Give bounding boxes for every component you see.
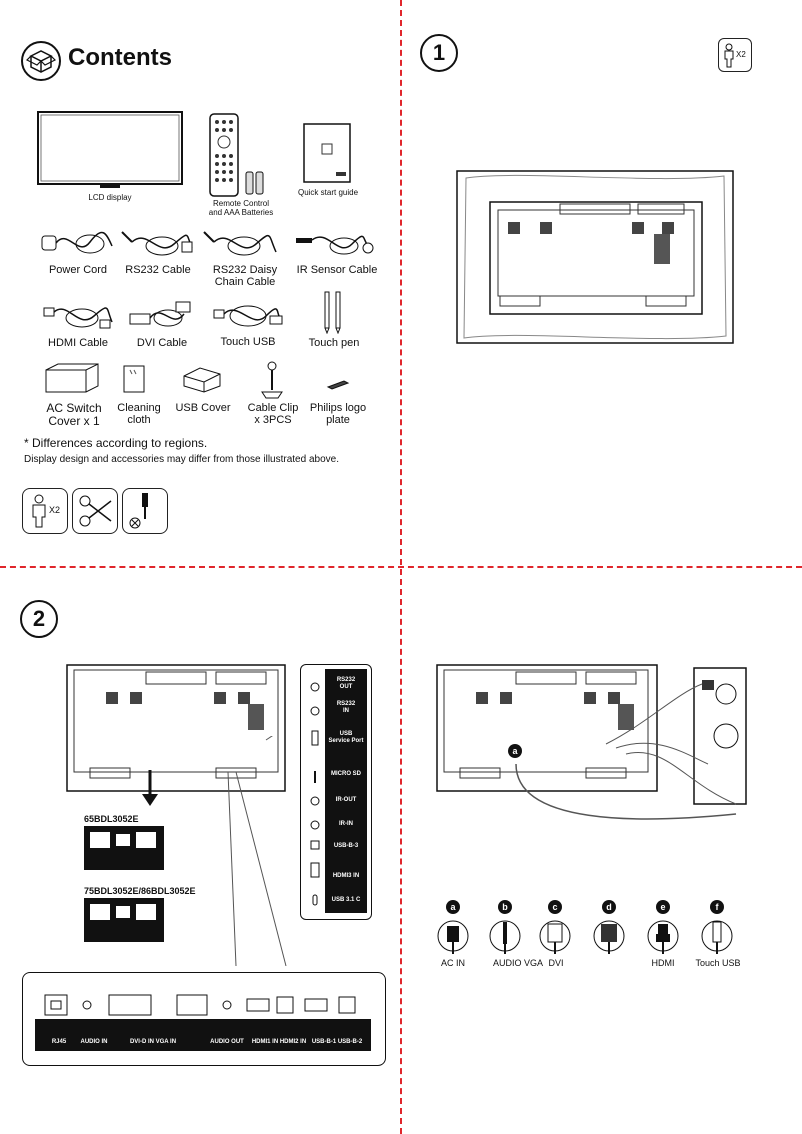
cleaning-cloth-illustration (122, 364, 148, 396)
philips-logo-plate-illustration (326, 376, 350, 390)
item-label-philips-plate: Philips logo plate (309, 402, 367, 426)
item-label-usb-cover: USB Cover (175, 402, 231, 414)
touch-usb-cable-illustration (208, 298, 288, 334)
connector-badge-d: d (602, 900, 616, 914)
ac-inlet-panel-a (84, 826, 164, 870)
port-ir-out: IR-OUT (335, 797, 357, 803)
connector-label-audio-vga: AUDIO VGA (492, 958, 543, 968)
port-hdmi3-in: HDMI3 IN (332, 873, 360, 879)
cable-clip-illustration (258, 360, 288, 400)
port-rj45: RJ45 (51, 1039, 67, 1045)
regions-note: * Differences according to regions. (24, 436, 208, 450)
person-icon (32, 494, 46, 528)
display-rear-illustration (66, 664, 286, 794)
item-label-ir-sensor: IR Sensor Cable (296, 264, 378, 276)
item-label-guide: Quick start guide (297, 188, 359, 197)
rs232-cable-illustration (118, 226, 198, 262)
dvi-cable-illustration (122, 298, 202, 334)
port-rs232-in: RS232 IN (336, 701, 356, 714)
bottom-port-panel: RJ45 AUDIO IN DVI-D IN VGA IN AUDIO OUT … (22, 972, 386, 1066)
lcd-display-illustration (36, 110, 184, 190)
item-label-cable-clip: Cable Clip x 3PCS (247, 402, 299, 426)
item-label-rs232: RS232 Cable (125, 264, 191, 276)
step-1-number: 1 (420, 34, 458, 72)
callout-lines (226, 715, 306, 967)
port-usb-b-1-2: USB-B-1 USB-B-2 (311, 1039, 363, 1045)
down-arrow-icon (140, 770, 160, 810)
item-label-hdmi: HDMI Cable (48, 337, 108, 349)
port-usb-3-1-c: USB 3.1 C (331, 897, 361, 903)
item-label-ac-switch: AC Switch Cover x 1 (46, 401, 102, 428)
ac-switch-cover-illustration (40, 360, 104, 398)
dvi-plug-icon (538, 916, 572, 956)
people-count: X2 (49, 505, 61, 515)
connector-label-hdmi: HDMI (651, 958, 675, 968)
audio-plug-icon (488, 916, 522, 956)
connector-badge-f: f (710, 900, 724, 914)
touch-pen-illustration (322, 290, 346, 335)
model-a-label: 65BDL3052E (84, 814, 139, 824)
usb-cover-illustration (180, 364, 226, 394)
port-hdmi1-hdmi2: HDMI1 IN HDMI2 IN (251, 1039, 307, 1045)
vga-plug-icon (592, 916, 626, 956)
item-label-touch-pen: Touch pen (308, 337, 360, 349)
screwdriver-tool (122, 488, 168, 534)
remote-control-illustration (206, 112, 276, 198)
port-ir-in: IR-IN (339, 821, 353, 827)
model-b-label: 75BDL3052E/86BDL3052E (84, 886, 196, 896)
ac-inlet-panel-b (84, 898, 164, 942)
side-port-icons (310, 682, 320, 906)
step-2-number: 2 (20, 600, 58, 638)
connector-label-touch-usb: Touch USB (695, 958, 741, 968)
screwdriver-icon (129, 493, 148, 529)
ac-in-plug-icon (436, 916, 470, 956)
design-note: Display design and accessories may diffe… (24, 454, 339, 465)
port-usb-service: USB Service Port (328, 731, 364, 744)
display-pc-connection-illustration (436, 664, 752, 824)
connector-badge-e: e (656, 900, 670, 914)
two-people-badge: X2 (718, 38, 752, 72)
port-audio-out: AUDIO OUT (210, 1039, 244, 1045)
port-dvi-vga-in: DVI-D IN VGA IN (129, 1039, 177, 1045)
port-audio-in: AUDIO IN (80, 1039, 108, 1045)
box-icon (20, 40, 62, 82)
bottom-port-icons (44, 994, 356, 1016)
side-port-panel: RS232 OUT RS232 IN USB Service Port MICR… (300, 664, 372, 920)
item-label-cleaning-cloth: Cleaning cloth (117, 402, 161, 426)
horizontal-fold-line (0, 566, 802, 568)
two-people-tool: X2 (22, 488, 68, 534)
port-rs232-out: RS232 OUT (336, 677, 356, 690)
connector-label-ac-in: AC IN (440, 958, 465, 968)
port-micro-sd: MICRO SD (331, 771, 361, 777)
port-usb-b-3: USB-B-3 (333, 843, 359, 849)
item-label-touch-usb: Touch USB (220, 336, 276, 348)
scissors-icon (79, 495, 112, 527)
connector-badge-a: a (446, 900, 460, 914)
person-icon (724, 43, 734, 68)
scissors-tool (72, 488, 118, 534)
item-label-dvi: DVI Cable (136, 337, 188, 349)
item-label-remote: Remote Control and AAA Batteries (208, 199, 274, 217)
connector-badge-c: c (548, 900, 562, 914)
item-label-lcd: LCD display (88, 193, 132, 202)
item-label-rs232-daisy: RS232 Daisy Chain Cable (212, 264, 278, 288)
contents-title: Contents (68, 44, 172, 71)
hdmi-plug-icon (646, 916, 680, 956)
connector-label-dvi: DVI (548, 958, 564, 968)
connector-marker-a: a (508, 744, 522, 758)
rs232-daisy-cable-illustration (200, 226, 280, 262)
hdmi-cable-illustration (38, 298, 118, 334)
power-cord-illustration (38, 226, 118, 262)
item-label-power-cord: Power Cord (48, 264, 108, 276)
connector-badge-b: b (498, 900, 512, 914)
quick-start-guide-illustration (302, 122, 354, 186)
ir-sensor-cable-illustration (292, 226, 376, 262)
usb-plug-icon (700, 916, 734, 956)
people-count: X2 (736, 50, 746, 59)
display-face-down-illustration (456, 170, 734, 344)
